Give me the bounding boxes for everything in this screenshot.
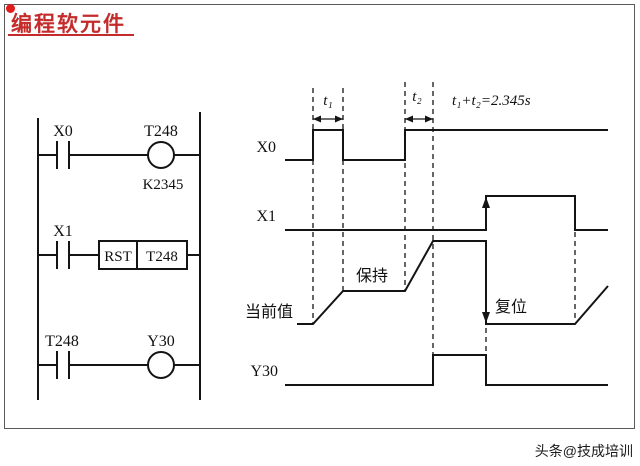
title-underline [8, 34, 134, 36]
signal-label-current-value: 当前值 [245, 303, 293, 321]
watermark: 头条@技成培训 [534, 443, 633, 459]
slide-border [4, 4, 635, 429]
label-t1: t₁ [323, 93, 332, 109]
t1-span-arrow [313, 115, 343, 123]
label-t248-contact: T248 [45, 333, 79, 350]
label-t1t2-sum: t₁+t₂=2.345s [452, 93, 531, 109]
page-title: 编程软元件 [11, 13, 126, 36]
arrow-head-left [405, 115, 413, 123]
t2-span-arrow [405, 115, 433, 123]
label-reset: 复位 [495, 298, 527, 316]
contact-x1 [56, 241, 70, 269]
arrow-head-right [335, 115, 343, 123]
arrow-up-x1-rise [482, 197, 490, 208]
signal-label-x0: X0 [256, 139, 276, 156]
waveform-x0 [285, 129, 608, 161]
signal-label-y30: Y30 [250, 363, 278, 380]
waveform-y30 [285, 354, 608, 386]
contact-t248 [56, 351, 70, 379]
waveform-current-value [297, 240, 609, 325]
contact-x0 [56, 141, 70, 169]
coil-t248 [147, 141, 175, 169]
waveform-x1 [285, 195, 608, 231]
label-t248-coil: T248 [144, 123, 178, 140]
label-y30-coil: Y30 [147, 333, 175, 350]
label-t2: t₂ [412, 89, 421, 105]
timing-diagram: t₁ t₂ t₁+t₂=2.345s X0 X1 当前值 Y30 保 [245, 82, 609, 386]
label-k2345: K2345 [143, 177, 184, 193]
signal-label-x1: X1 [256, 208, 276, 225]
coil-y30 [147, 351, 175, 379]
label-rst: RST [104, 249, 132, 265]
label-x1-contact: X1 [53, 223, 73, 240]
label-x0-contact: X0 [53, 123, 73, 140]
ladder-diagram: X0 T248 K2345 X1 RST T248 [37, 112, 201, 400]
arrow-head-right [425, 115, 433, 123]
arrow-head-left [313, 115, 321, 123]
red-dot [6, 4, 15, 13]
label-hold: 保持 [356, 267, 388, 285]
arrow-down-reset [482, 312, 490, 323]
label-rst-target: T248 [146, 249, 178, 265]
